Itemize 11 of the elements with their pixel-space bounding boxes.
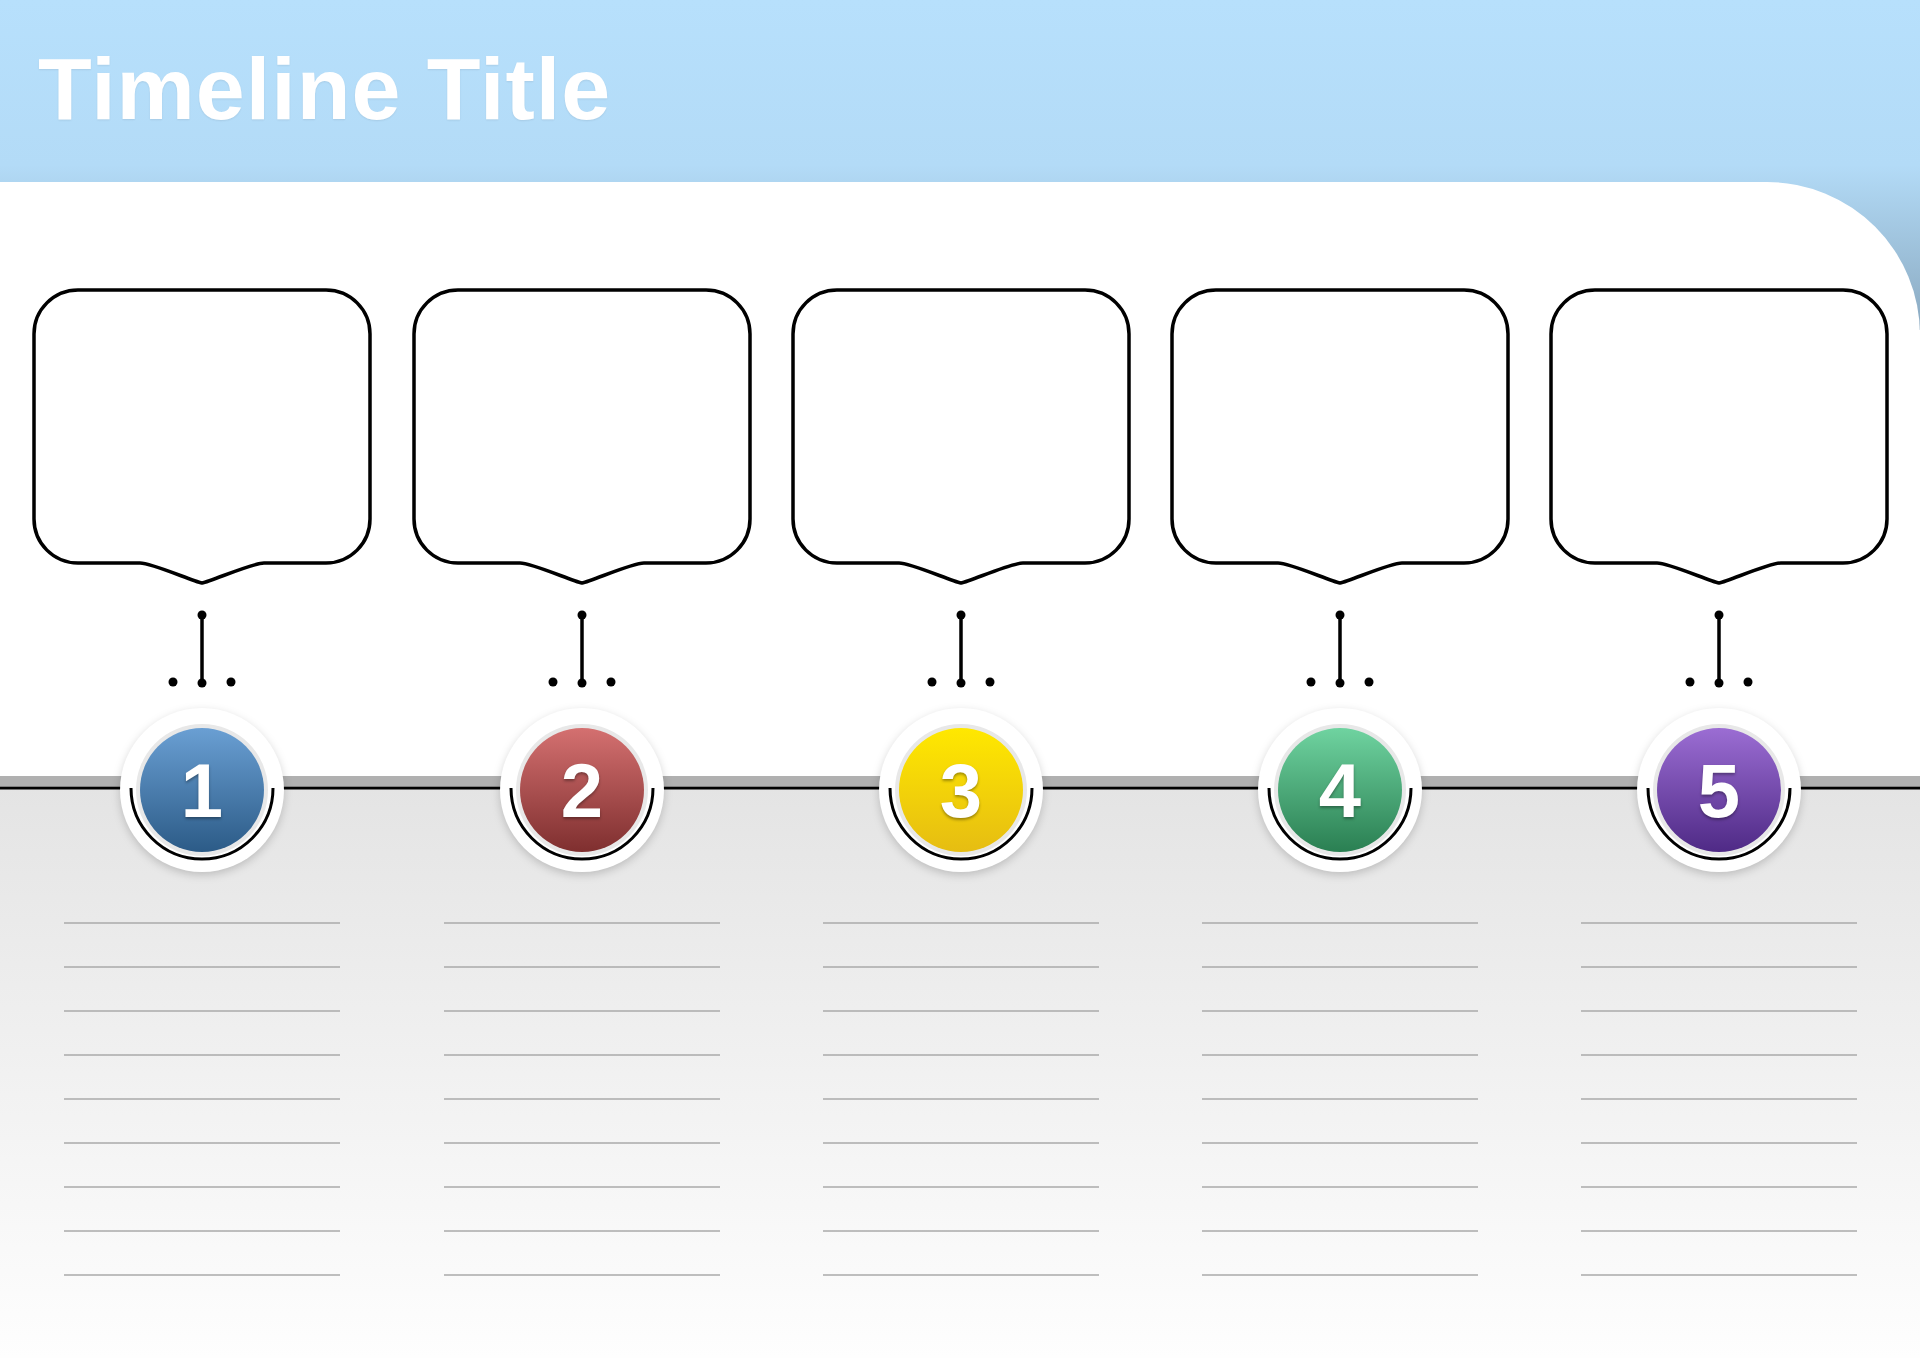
- speech-bubble: [1170, 288, 1510, 585]
- speech-bubble: [1549, 288, 1889, 585]
- timeline-title: Timeline Title: [38, 38, 612, 140]
- connector-stem: [197, 610, 207, 688]
- connector-stem: [956, 610, 966, 688]
- speech-bubble: [412, 288, 752, 585]
- speech-bubble: [791, 288, 1131, 585]
- connector-stem: [1335, 610, 1345, 688]
- connector-stem: [577, 610, 587, 688]
- connector-stem: [1714, 610, 1724, 688]
- speech-bubble: [32, 288, 372, 585]
